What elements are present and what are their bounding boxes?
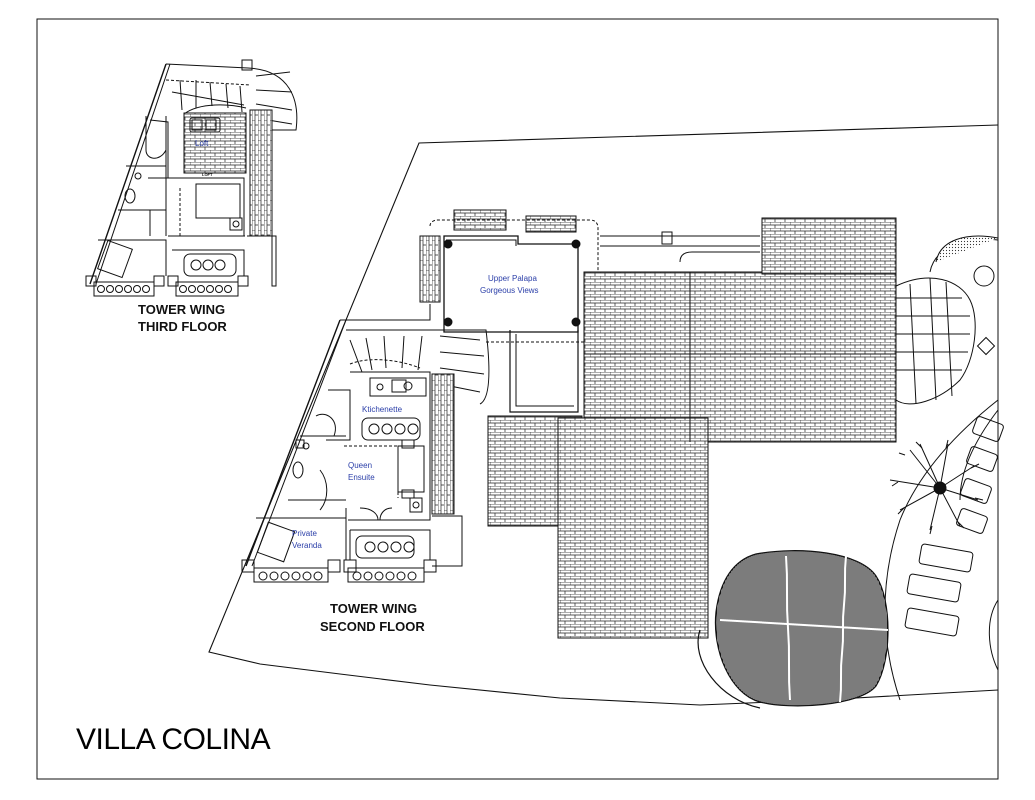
thatch-palapa (697, 550, 889, 709)
page-title: VILLA COLINA (76, 723, 271, 756)
queen-ensuite-label-line1: Queen (348, 461, 372, 470)
third-floor-title-line2: THIRD FLOOR (138, 319, 227, 334)
upper-palapa-label-line2: Gorgeous Views (480, 286, 539, 295)
drawing-frame (36, 18, 999, 780)
loft-label: Loft (195, 139, 209, 148)
third-floor-title-line1: TOWER WING (138, 302, 225, 317)
kitchenette-label: Ktichenette (362, 405, 403, 414)
second-floor-plan (241, 304, 490, 583)
palm-tree (889, 439, 984, 535)
upper-palapa (419, 209, 760, 413)
veranda-label-line1: Private (292, 529, 317, 538)
second-floor-title-line1: TOWER WING (330, 601, 417, 616)
main-roofs (487, 217, 897, 639)
veranda-label-line2: Veranda (292, 541, 322, 550)
queen-ensuite-label-line2: Ensuite (348, 473, 375, 482)
pool-deck (884, 235, 1004, 701)
third-floor-plan (85, 59, 298, 297)
loft-small-label: LOFT (202, 172, 213, 177)
second-floor-title-line2: SECOND FLOOR (320, 619, 425, 634)
upper-palapa-label-line1: Upper Palapa (488, 274, 537, 283)
